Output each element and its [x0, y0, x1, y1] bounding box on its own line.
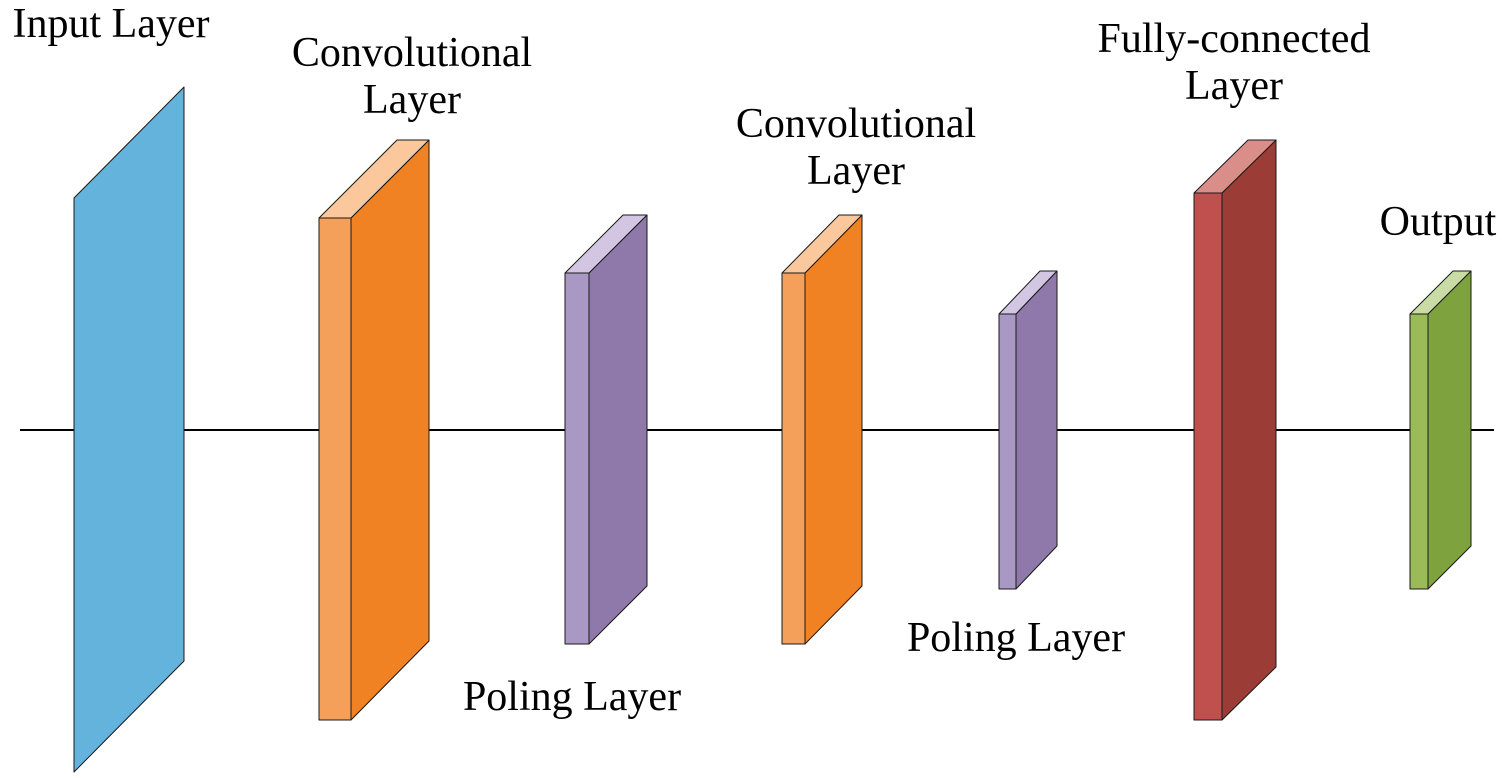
pool-layer-2-front: [998, 313, 1017, 590]
pool-layer-1-label: Poling Layer: [442, 674, 702, 721]
pool-layer-2-label-line-1: Poling Layer: [906, 615, 1126, 661]
input-layer-shape: [73, 86, 185, 773]
fully-connected-layer-front: [1193, 192, 1223, 721]
pool-layer-2-label: Poling Layer: [886, 615, 1146, 662]
pool-layer-1-label-line-1: Poling Layer: [462, 674, 682, 720]
conv-layer-1-front: [318, 217, 352, 721]
conv-layer-1-shape: [318, 139, 430, 721]
conv-layer-2-side: [804, 214, 863, 645]
input-layer-plane: [73, 86, 185, 773]
output-layer-label-line-1: Output: [1379, 199, 1497, 245]
output-layer-label: Output: [1368, 199, 1508, 246]
pool-layer-1-shape: [564, 214, 648, 645]
conv-layer-2-label-line-2: Layer: [807, 148, 905, 194]
input-layer-label-line-1: Input Layer: [12, 1, 210, 47]
fully-connected-layer-label: Fully-connected Layer: [1074, 16, 1394, 110]
fully-connected-layer-label-line-1: Fully-connected: [1097, 16, 1371, 62]
pool-layer-2-side: [1015, 270, 1058, 590]
conv-layer-2-label: Convolutional Layer: [716, 101, 996, 195]
pool-layer-1-front: [564, 272, 590, 645]
pool-layer-2-shape: [998, 270, 1058, 590]
pool-layer-1-side: [588, 214, 648, 645]
conv-layer-1-label: Convolutional Layer: [272, 30, 552, 124]
fully-connected-layer-shape: [1193, 139, 1277, 721]
conv-layer-2-label-line-1: Convolutional: [735, 101, 977, 147]
conv-layer-1-label-line-2: Layer: [363, 77, 461, 123]
output-layer-shape: [1409, 270, 1472, 590]
output-layer-front: [1409, 313, 1429, 590]
conv-layer-2-front: [781, 272, 806, 645]
conv-layer-2-shape: [781, 214, 863, 645]
input-layer-label: Input Layer: [4, 1, 218, 48]
output-layer-side: [1427, 270, 1472, 590]
fully-connected-layer-label-line-2: Layer: [1185, 63, 1283, 109]
fully-connected-layer-side: [1221, 139, 1277, 721]
conv-layer-1-label-line-1: Convolutional: [291, 30, 533, 76]
conv-layer-1-side: [350, 139, 430, 721]
